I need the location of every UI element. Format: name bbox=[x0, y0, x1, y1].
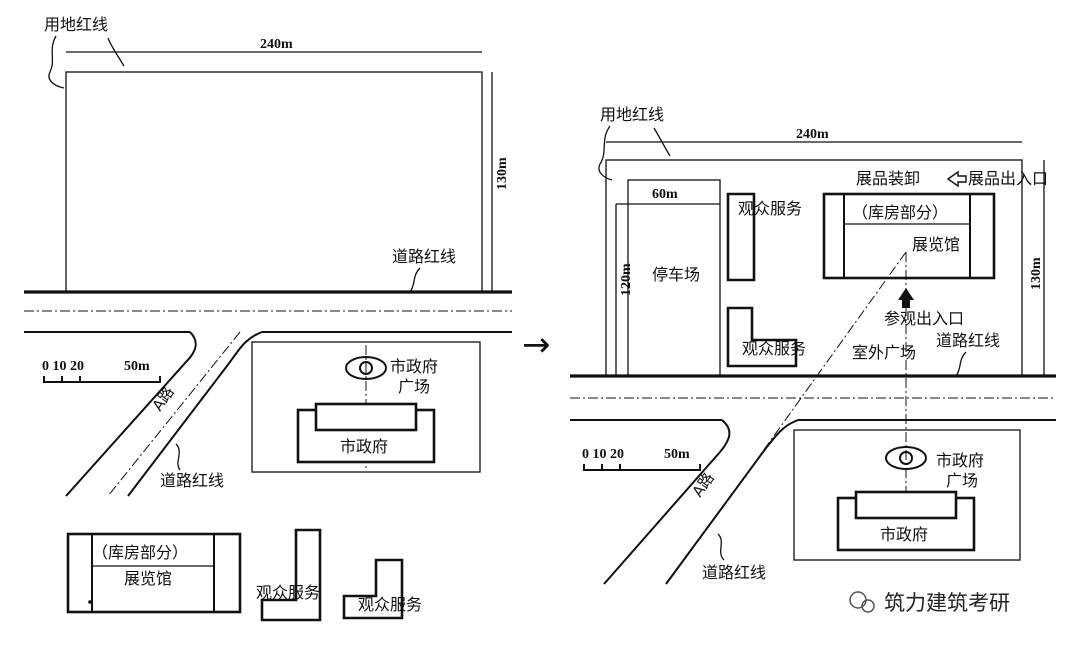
left-scale-numbers: 0 10 20 bbox=[42, 359, 84, 374]
wechat-icon bbox=[849, 591, 867, 609]
piece-audience-service-2-label: 观众服务 bbox=[358, 595, 422, 614]
audience-service-bottom-label: 观众服务 bbox=[742, 339, 806, 358]
left-width-dim: 240m bbox=[260, 37, 293, 52]
right-road-a-label: A路 bbox=[689, 469, 718, 500]
audience-service-bottom bbox=[726, 306, 798, 368]
right-plaza-eye-icon bbox=[885, 446, 927, 470]
right-city-hall-label: 市政府 bbox=[880, 525, 928, 544]
right-a-road-edge-2 bbox=[665, 419, 799, 585]
right-scale-end: 50m bbox=[664, 447, 690, 462]
right-road-line-label-top: 道路红线 bbox=[936, 331, 1000, 350]
right-road-line-leader-bottom bbox=[717, 533, 725, 561]
watermark: 筑力建筑考研 bbox=[849, 591, 1010, 615]
right-exhibition-label: 展览馆 bbox=[912, 235, 960, 254]
right-scale-numbers: 0 10 20 bbox=[582, 447, 624, 462]
left-road-line-leader-bottom bbox=[175, 443, 181, 471]
left-depth-dim: 130m bbox=[495, 157, 510, 190]
left-plaza-eye-icon bbox=[345, 356, 387, 380]
exhibit-entrance-arrow-icon bbox=[946, 170, 967, 188]
right-plaza-eye-pupil-icon bbox=[899, 451, 913, 465]
right-road-line-label-bottom: 道路红线 bbox=[702, 563, 766, 582]
piece-audience-service-2 bbox=[342, 558, 404, 620]
right-site-plan: 用地红线 240m 130m 60m 120m 停车场 观众服务 观众服务 （库… bbox=[570, 105, 1056, 585]
right-city-hall-site bbox=[793, 429, 1021, 561]
transition-arrow: → bbox=[522, 325, 551, 365]
left-site-line-leader bbox=[48, 35, 65, 89]
right-width-dim: 240m bbox=[796, 127, 829, 142]
left-plaza-eye-pupil-icon bbox=[359, 361, 373, 375]
watermark-text: 筑力建筑考研 bbox=[884, 591, 1010, 615]
left-a-road-edge-2 bbox=[127, 331, 263, 497]
left-city-hall-site bbox=[251, 341, 481, 473]
outdoor-plaza-label: 室外广场 bbox=[852, 343, 916, 362]
left-site-plan: 用地红线 240m 130m 道路红线 A路 道路红线 0 10 20 50m … bbox=[24, 15, 512, 497]
right-depth-dim: 130m bbox=[1029, 257, 1044, 290]
left-scale-end: 50m bbox=[124, 359, 150, 374]
left-city-hall-top bbox=[314, 402, 418, 432]
left-road-line-leader-top bbox=[409, 267, 421, 293]
left-city-hall-label: 市政府 bbox=[340, 437, 388, 456]
piece-audience-service-1-label: 观众服务 bbox=[256, 583, 320, 602]
parking-depth-dim: 120m bbox=[619, 263, 634, 296]
left-a-road-edge-1 bbox=[65, 331, 197, 497]
decoration-label: 展品装卸 bbox=[856, 169, 920, 188]
audience-service-top-label: 观众服务 bbox=[738, 199, 802, 218]
left-road-a-label: A路 bbox=[149, 383, 178, 414]
left-a-road-centerline bbox=[107, 331, 241, 497]
right-scale-bar bbox=[583, 464, 701, 471]
piece-audience-service-1 bbox=[260, 528, 322, 622]
right-site-line-label: 用地红线 bbox=[600, 105, 664, 124]
audience-service-top bbox=[726, 192, 756, 282]
right-site-line-leader bbox=[598, 125, 613, 181]
right-plaza-label-2: 广场 bbox=[946, 471, 978, 490]
left-road-line-label-top: 道路红线 bbox=[392, 247, 456, 266]
left-plaza-label-1: 市政府 bbox=[390, 357, 438, 376]
left-plaza-label-2: 广场 bbox=[398, 377, 430, 396]
right-plaza-label-1: 市政府 bbox=[936, 451, 984, 470]
building-pieces: （库房部分） 展览馆 观众服务 观众服务 bbox=[66, 528, 422, 622]
right-a-road-edge-1 bbox=[603, 419, 731, 585]
piece-dot bbox=[88, 600, 92, 604]
parking-width-dim: 60m bbox=[652, 187, 678, 202]
right-road-line-leader-top bbox=[955, 351, 967, 377]
piece-exhibition-hall bbox=[66, 532, 242, 614]
piece-exhibition-label: 展览馆 bbox=[124, 569, 172, 588]
wechat-icon-small bbox=[861, 599, 875, 613]
exhibit-entrance-label: 展品出入口 bbox=[968, 169, 1048, 188]
visitor-entrance-label: 参观出入口 bbox=[884, 309, 964, 328]
left-road-line-label-bottom: 道路红线 bbox=[160, 471, 224, 490]
right-exhibition-hall bbox=[822, 192, 996, 280]
right-diagonal-axis bbox=[757, 251, 907, 459]
parking-label: 停车场 bbox=[652, 265, 700, 284]
piece-warehouse-label: （库房部分） bbox=[92, 543, 188, 562]
left-scale-bar bbox=[43, 376, 161, 383]
right-city-hall-top bbox=[854, 490, 958, 520]
left-site-line-label: 用地红线 bbox=[44, 15, 108, 34]
right-warehouse-label: （库房部分） bbox=[852, 203, 948, 222]
